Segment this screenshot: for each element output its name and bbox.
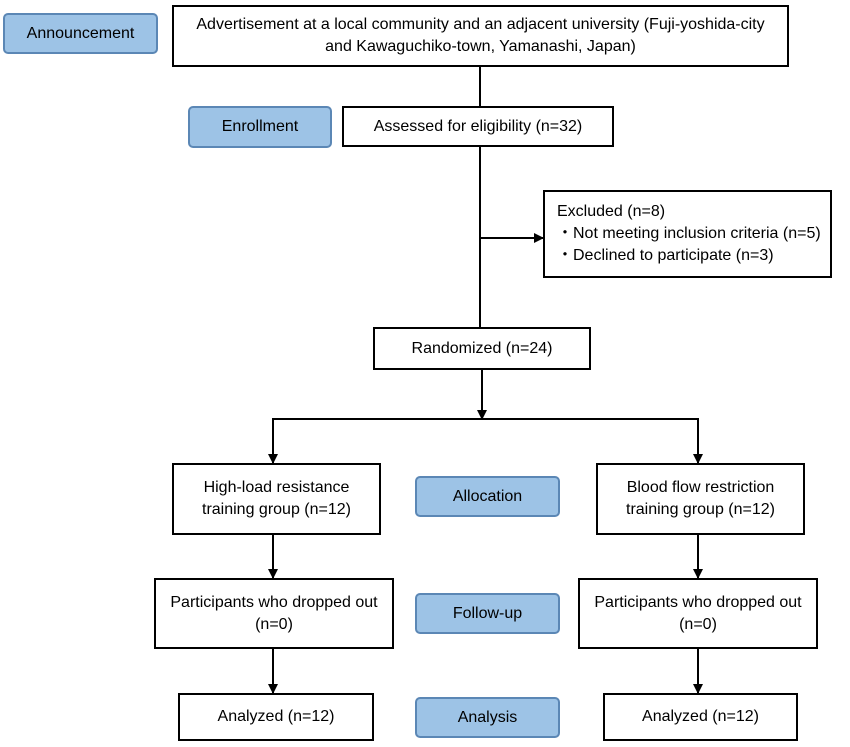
assessed-box: Assessed for eligibility (n=32) <box>342 106 614 147</box>
right-dropout-line2: (n=0) <box>679 615 717 633</box>
follow-up-label: Follow-up <box>415 593 560 634</box>
allocation-label: Allocation <box>415 476 560 517</box>
left-group-line1: High-load resistance <box>203 479 350 496</box>
randomized-box: Randomized (n=24) <box>373 327 591 370</box>
left-dropout-line2: (n=0) <box>255 615 293 633</box>
right-group-line1: Blood flow restriction <box>626 479 775 496</box>
left-group-box: High-load resistance training group (n=1… <box>172 463 381 535</box>
right-group-line2: training group (n=12) <box>626 501 775 518</box>
right-group-box: Blood flow restriction training group (n… <box>596 463 805 535</box>
advertisement-line2: and Kawaguchiko-town, Yamanashi, Japan) <box>325 38 636 55</box>
excluded-box: Excluded (n=8) ・Not meeting inclusion cr… <box>543 190 832 278</box>
announcement-label-text: Announcement <box>26 24 135 42</box>
excluded-item: ・Not meeting inclusion criteria (n=5) <box>557 225 821 242</box>
allocation-label-text: Allocation <box>452 487 523 505</box>
enrollment-label: Enrollment <box>188 106 332 148</box>
right-analyzed-text: Analyzed (n=12) <box>642 708 759 725</box>
excluded-title: Excluded (n=8) <box>557 203 666 220</box>
advertisement-line1: Advertisement at a local community and a… <box>196 16 765 33</box>
follow-up-label-text: Follow-up <box>452 604 523 622</box>
enrollment-label-text: Enrollment <box>221 118 299 135</box>
left-dropout-line1: Participants who dropped out <box>170 593 378 611</box>
analysis-label: Analysis <box>415 697 560 738</box>
left-group-line2: training group (n=12) <box>202 501 351 518</box>
announcement-label: Announcement <box>3 13 158 54</box>
right-analyzed-box: Analyzed (n=12) <box>603 693 798 741</box>
randomized-text: Randomized (n=24) <box>411 339 553 357</box>
advertisement-box: Advertisement at a local community and a… <box>172 5 789 67</box>
analysis-label-text: Analysis <box>457 708 518 726</box>
excluded-item: ・Declined to participate (n=3) <box>557 247 774 264</box>
assessed-text: Assessed for eligibility (n=32) <box>373 117 583 135</box>
left-analyzed-text: Analyzed (n=12) <box>217 708 335 725</box>
left-analyzed-box: Analyzed (n=12) <box>178 693 374 741</box>
left-dropout-box: Participants who dropped out (n=0) <box>154 578 394 649</box>
right-dropout-box: Participants who dropped out (n=0) <box>578 578 818 649</box>
right-dropout-line1: Participants who dropped out <box>594 593 802 611</box>
